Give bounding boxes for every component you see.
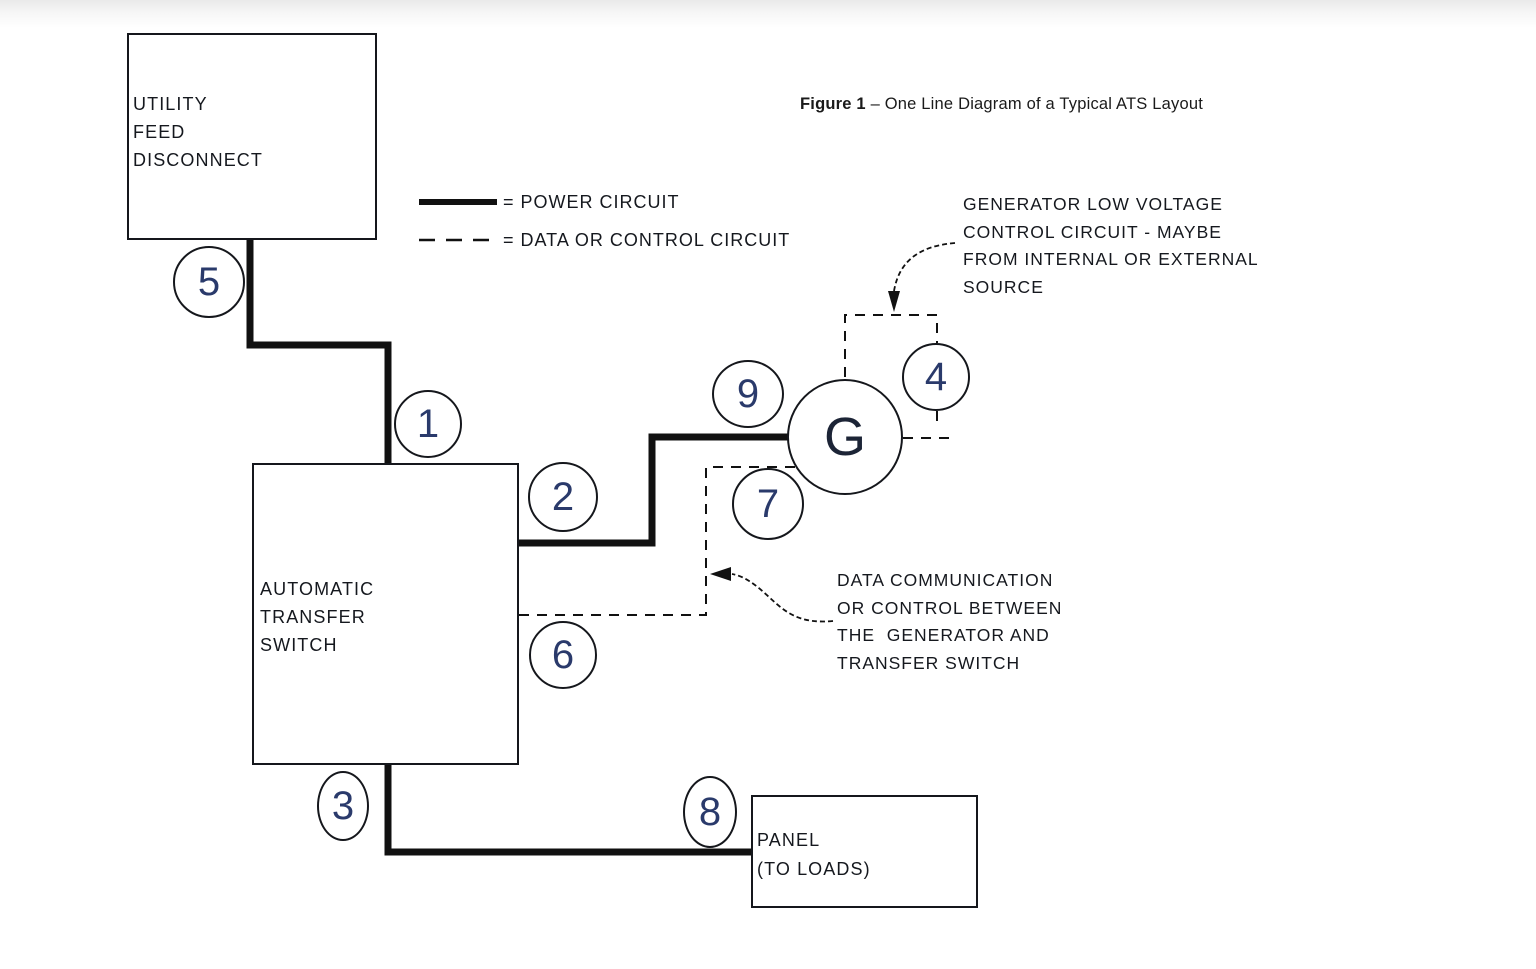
arrowhead-left-icon: [710, 567, 731, 581]
leader-curve-data-comm-note: [731, 573, 834, 623]
automatic-transfer-switch-box: [252, 463, 519, 765]
data-note-line3: THE GENERATOR AND: [837, 625, 1050, 645]
top-fade-gradient: [0, 0, 1536, 28]
figure-number: Figure 1: [800, 95, 866, 113]
marker-3: 3: [317, 771, 369, 841]
leader-curve-generator-note: [893, 242, 956, 292]
data-note-line1: DATA COMMUNICATION: [837, 570, 1054, 590]
power-line-ats-to-generator: [519, 433, 790, 547]
marker-2: 2: [528, 462, 598, 532]
data-note-line4: TRANSFER SWITCH: [837, 652, 1021, 673]
control-line-generator-top: [844, 314, 938, 377]
generator-node: G: [787, 379, 903, 495]
gen-note-line4: SOURCE: [963, 276, 1044, 297]
marker-8: 8: [683, 776, 737, 848]
generator-control-annotation: GENERATOR LOW VOLTAGE CONTROL CIRCUIT - …: [963, 191, 1259, 301]
gen-note-line2: CONTROL CIRCUIT - MAYBE: [963, 221, 1222, 242]
figure-title: Figure 1 – One Line Diagram of a Typical…: [800, 95, 1203, 114]
marker-9: 9: [712, 360, 784, 428]
gen-note-line3: FROM INTERNAL OR EXTERNAL: [963, 249, 1259, 269]
power-line-ats-to-panel: [384, 765, 751, 856]
marker-6: 6: [529, 621, 597, 689]
ats-label-line2: TRANSFER: [260, 607, 366, 627]
gen-note-line1: GENERATOR LOW VOLTAGE: [963, 194, 1223, 214]
arrowhead-down-icon: [888, 291, 900, 312]
marker-7: 7: [732, 468, 804, 540]
power-line-utility-to-ats: [246, 240, 392, 463]
utility-label-line2: FEED: [133, 122, 186, 142]
automatic-transfer-switch-label: AUTOMATIC TRANSFER SWITCH: [260, 575, 374, 659]
legend-power-label: = POWER CIRCUIT: [503, 192, 680, 212]
utility-feed-disconnect-box: [127, 33, 377, 240]
panel-label: PANEL (TO LOADS): [757, 826, 871, 884]
data-note-line2: OR CONTROL BETWEEN: [837, 597, 1063, 618]
figure-title-text: – One Line Diagram of a Typical ATS Layo…: [865, 95, 1204, 113]
utility-label-line3: DISCONNECT: [133, 150, 264, 170]
generator-label: G: [823, 407, 866, 467]
control-line-ats-to-generator: [519, 466, 798, 616]
marker-4: 4: [902, 343, 970, 411]
panel-box: [751, 795, 978, 908]
data-comm-annotation: DATA COMMUNICATION OR CONTROL BETWEEN TH…: [837, 567, 1062, 677]
panel-label-line1: PANEL: [757, 830, 821, 850]
panel-label-line2: (TO LOADS): [757, 859, 871, 879]
utility-feed-disconnect-label: UTILITY FEED DISCONNECT: [133, 90, 263, 174]
ats-label-line1: AUTOMATIC: [260, 579, 375, 599]
utility-label-line1: UTILITY: [133, 94, 208, 114]
ats-label-line3: SWITCH: [260, 635, 338, 655]
legend-control-label: = DATA OR CONTROL CIRCUIT: [503, 230, 791, 250]
marker-1: 1: [394, 390, 462, 458]
marker-5: 5: [173, 246, 245, 318]
